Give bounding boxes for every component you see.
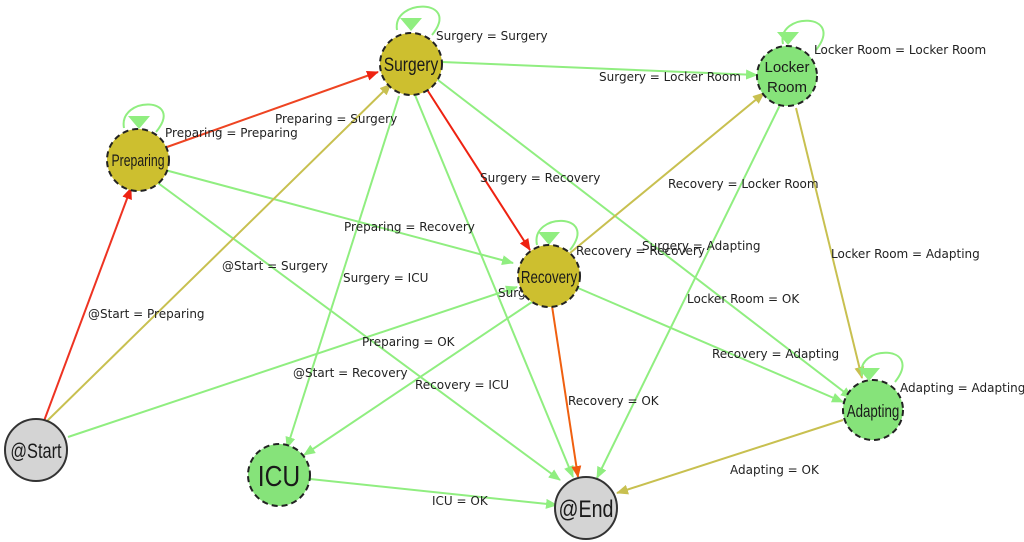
edge-preparing-surgery [166,70,379,148]
edge-surgery-ok [414,94,574,478]
label-start-surgery: @Start = Surgery [222,259,328,273]
loop-arrow-recovery [538,232,560,245]
node-icu-label: ICU [258,460,300,492]
label-surgery-surgery: Surgery = Surgery [436,29,548,43]
label-recovery-locker: Recovery = Locker Room [668,177,819,191]
label-surgery-ok-fragment: Surg [498,286,526,300]
label-locker-ok: Locker Room = OK [687,292,800,306]
node-preparing[interactable]: Preparing [106,128,170,192]
edge-preparing-ok [157,182,561,481]
label-locker-adapting: Locker Room = Adapting [831,247,980,261]
label-preparing-recovery: Preparing = Recovery [344,220,475,234]
edge-surgery-adapting [437,79,853,399]
node-end[interactable]: @End [554,476,618,540]
label-locker-locker: Locker Room = Locker Room [814,43,986,57]
node-locker-room-label-line2: Room [767,79,807,96]
node-start[interactable]: @Start [4,418,68,482]
label-adapting-adapting: Adapting = Adapting [900,381,1024,395]
edge-surgery-recovery [425,87,531,251]
loop-arrow-adapting [858,368,880,381]
label-adapting-ok: Adapting = OK [730,463,820,477]
label-start-preparing: @Start = Preparing [88,307,205,321]
edge-adapting-ok [616,419,844,495]
node-locker-room-label-line1: Locker [764,59,809,76]
label-recovery-ok: Recovery = OK [568,394,660,408]
node-adapting-label: Adapting [847,402,900,421]
edge-start-surgery [44,83,392,424]
edge-recovery-ok [551,305,582,478]
edge-surgery-locker [441,61,758,80]
edge-icu-ok [309,478,558,509]
loop-preparing [122,103,165,133]
edge-locker-ok [596,104,781,479]
label-recovery-adapting: Recovery = Adapting [712,347,839,361]
loop-arrow-surgery [400,18,422,31]
node-icu[interactable]: ICU [247,443,311,507]
edge-recovery-icu [303,301,533,456]
label-surgery-icu: Surgery = ICU [343,271,428,285]
edge-start-recovery [67,285,518,438]
label-surgery-locker: Surgery = Locker Room [599,70,741,84]
node-end-label: @End [559,495,614,522]
node-adapting[interactable]: Adapting [842,379,904,441]
loop-recovery [535,219,579,251]
loop-arrowheads [128,18,880,381]
label-surgery-adapting: Surgery = Adapting [642,239,761,253]
loop-surgery [395,5,441,36]
edge-recovery-adapting [577,287,844,403]
label-surgery-recovery: Surgery = Recovery [480,171,600,185]
edge-surgery-icu [285,95,400,449]
edge-preparing-recovery [164,169,514,265]
nodes: Surgery Preparing Locker Room Recovery A… [4,32,904,540]
node-recovery[interactable]: Recovery [517,244,581,308]
edges [43,5,904,509]
node-surgery-label: Surgery [384,54,439,76]
node-recovery-label: Recovery [521,268,577,287]
label-icu-ok: ICU = OK [432,494,489,508]
label-preparing-ok: Preparing = OK [362,335,456,349]
edge-recovery-locker [569,92,765,254]
loop-arrow-preparing [128,116,150,129]
node-locker-room[interactable]: Locker Room [756,45,818,107]
loop-arrow-locker [777,32,799,45]
node-start-label: @Start [10,439,62,462]
edge-labels: Surgery = Surgery Locker Room = Locker R… [88,29,1024,508]
edge-locker-adapting [795,107,865,379]
node-surgery[interactable]: Surgery [379,32,443,96]
label-recovery-icu: Recovery = ICU [415,378,509,392]
label-preparing-surgery: Preparing = Surgery [275,112,397,126]
edge-start-preparing [43,187,132,422]
loop-adapting [860,351,904,383]
node-preparing-label: Preparing [111,152,164,170]
label-recovery-recovery: Recovery = Recovery [576,244,705,258]
label-preparing-preparing: Preparing = Preparing [165,126,298,140]
label-start-recovery: @Start = Recovery [293,366,408,380]
